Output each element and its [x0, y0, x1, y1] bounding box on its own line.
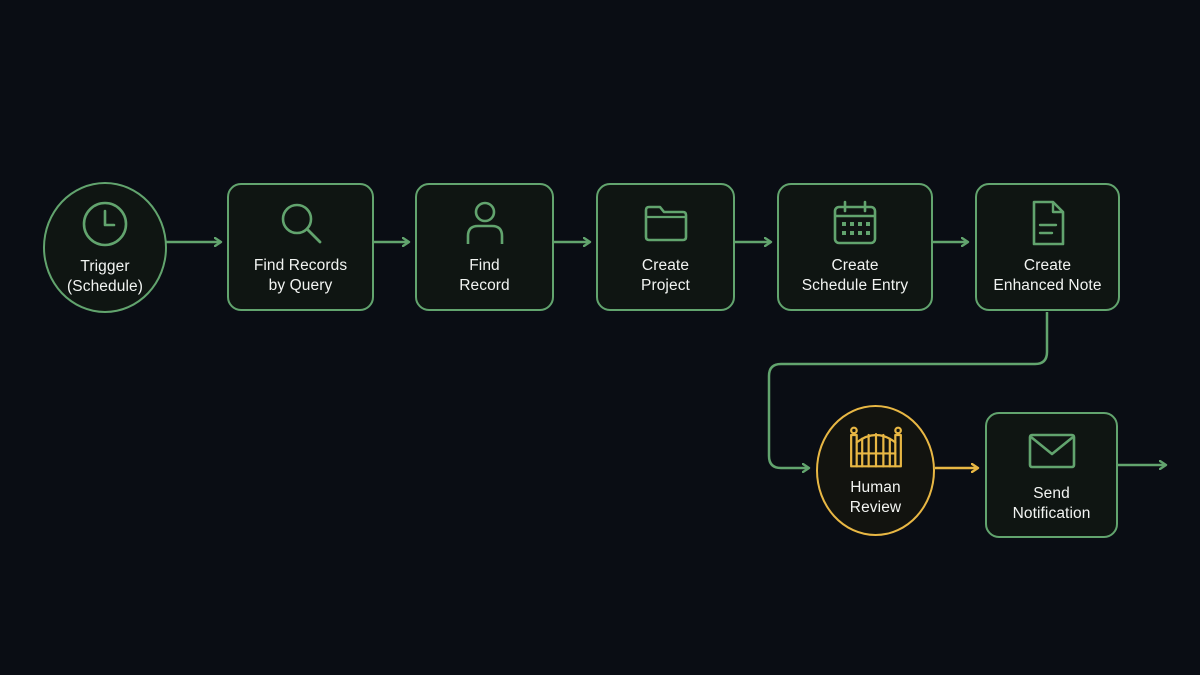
node-trigger[interactable]: Trigger (Schedule)	[43, 182, 167, 313]
calendar-icon	[833, 200, 877, 245]
node-human-review[interactable]: Human Review	[816, 405, 935, 536]
node-send-notification[interactable]: Send Notification	[985, 412, 1118, 538]
node-label: Human Review	[849, 478, 902, 516]
node-find-records-by-query[interactable]: Find Records by Query	[227, 183, 374, 311]
node-find-record[interactable]: Find Record	[415, 183, 554, 311]
search-icon	[281, 203, 321, 244]
document-icon	[1032, 200, 1064, 246]
node-label: Create Enhanced Note	[993, 257, 1102, 294]
node-label: Trigger (Schedule)	[67, 257, 143, 295]
node-label: Send Notification	[1012, 485, 1091, 522]
user-icon	[466, 201, 503, 244]
node-label: Find Records by Query	[253, 257, 348, 294]
connector-enhanced-note-to-human-review	[767, 312, 1049, 468]
mail-icon	[1028, 433, 1075, 469]
node-label: Create Project	[641, 257, 690, 294]
node-create-project[interactable]: Create Project	[596, 183, 735, 311]
node-create-schedule-entry[interactable]: Create Schedule Entry	[777, 183, 933, 311]
gate-icon	[849, 426, 902, 467]
clock-icon	[82, 201, 128, 246]
node-label: Create Schedule Entry	[801, 257, 909, 294]
node-create-enhanced-note[interactable]: Create Enhanced Note	[975, 183, 1120, 311]
node-label: Find Record	[459, 257, 510, 294]
folder-icon	[644, 205, 687, 242]
